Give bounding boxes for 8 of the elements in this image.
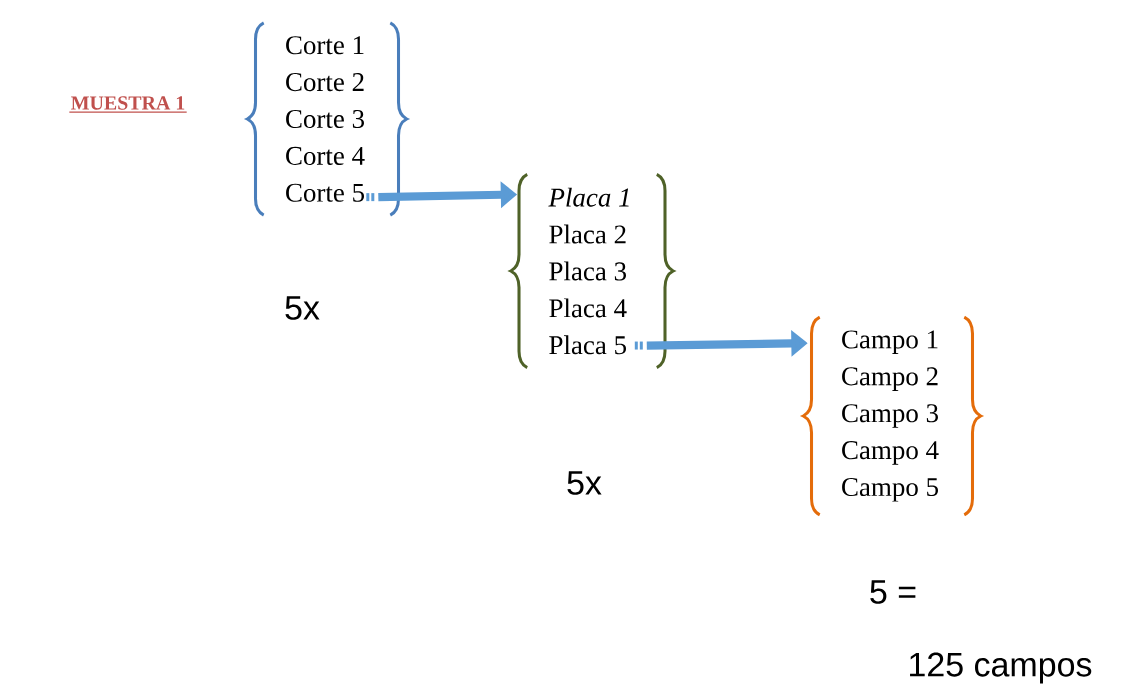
brace-list: Placa 1 Placa 2 Placa 3 Placa 4 Placa 5 [509,173,675,369]
brace-list: Corte 1 Corte 2 Corte 3 Corte 4 Corte 5 [245,21,409,217]
multiplier-label: 125 campos [910,652,1092,684]
brace-list: Campo 1 Campo 2 Campo 3 Campo 4 Campo 5 [801,315,983,517]
multiplier-label: 5 = [870,580,916,604]
sample-title: MUESTRA 1 [71,96,185,110]
multiplier-label: 5x [285,296,320,320]
multiplier-label: 5x [567,471,602,495]
